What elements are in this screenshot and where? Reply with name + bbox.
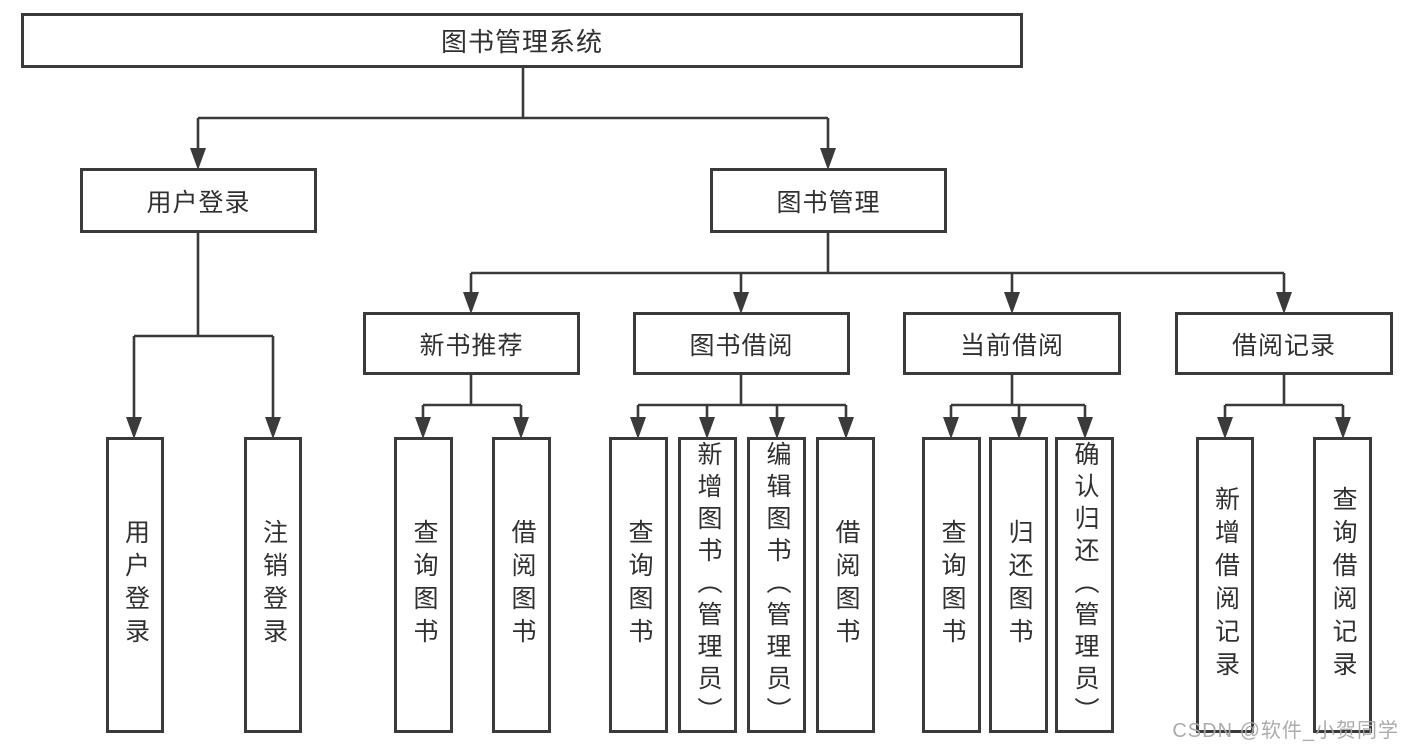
arrow-down-icon: [1077, 417, 1093, 439]
leaf-add-borrow-record: 新增借阅记录: [1196, 437, 1254, 733]
arrow-down-icon: [126, 417, 142, 439]
node-current-borrowing: 当前借阅: [903, 312, 1121, 375]
arrow-down-icon: [943, 417, 959, 439]
watermark: CSDN @软件_小贺同学: [1172, 720, 1399, 742]
arrow-down-icon: [265, 417, 281, 439]
leaf-query-books-borrow-label: 查询图书: [625, 519, 653, 651]
leaf-user-login: 用户登录: [106, 437, 164, 733]
node-root: 图书管理系统: [21, 13, 1023, 68]
leaf-query-borrow-record: 查询借阅记录: [1313, 437, 1372, 733]
arrow-down-icon: [1335, 417, 1351, 439]
arrow-down-icon: [1276, 292, 1292, 314]
leaf-confirm-return-admin: 确认归还（管理员）: [1055, 437, 1114, 733]
leaf-return-books: 归还图书: [989, 437, 1048, 733]
leaf-edit-books-admin: 编辑图书（管理员）: [747, 437, 806, 733]
arrow-down-icon: [1011, 417, 1027, 439]
arrow-down-icon: [769, 417, 785, 439]
leaf-add-books-admin-label: 新增图书（管理员）: [694, 441, 722, 729]
arrow-down-icon: [838, 417, 854, 439]
arrow-down-icon: [513, 417, 529, 439]
leaf-confirm-return-admin-label: 确认归还（管理员）: [1071, 441, 1099, 729]
arrow-down-icon: [463, 292, 479, 314]
arrow-down-icon: [733, 292, 749, 314]
leaf-borrow-books-recommend-label: 借阅图书: [508, 519, 536, 651]
node-new-book-recommendation: 新书推荐: [363, 312, 580, 375]
leaf-borrow-books-label: 借阅图书: [832, 519, 860, 651]
node-user-login: 用户登录: [80, 168, 317, 233]
leaf-query-books-recommend-label: 查询图书: [410, 519, 438, 651]
arrow-down-icon: [699, 417, 715, 439]
leaf-logout: 注销登录: [244, 437, 302, 733]
arrow-down-icon: [1004, 292, 1020, 314]
leaf-query-books-borrow: 查询图书: [609, 437, 668, 733]
leaf-return-books-label: 归还图书: [1005, 519, 1033, 651]
arrow-down-icon: [820, 148, 836, 170]
leaf-add-borrow-record-label: 新增借阅记录: [1211, 486, 1240, 684]
leaf-logout-label: 注销登录: [259, 519, 288, 651]
node-book-borrowing: 图书借阅: [633, 312, 850, 375]
leaf-query-books-recommend: 查询图书: [394, 437, 453, 733]
node-book-management: 图书管理: [710, 168, 947, 233]
arrow-down-icon: [190, 148, 206, 170]
leaf-borrow-books: 借阅图书: [816, 437, 875, 733]
leaf-query-books-current-label: 查询图书: [938, 519, 966, 651]
arrow-down-icon: [1217, 417, 1233, 439]
leaf-query-books-current: 查询图书: [922, 437, 981, 733]
leaf-query-borrow-record-label: 查询借阅记录: [1329, 486, 1357, 684]
leaf-add-books-admin: 新增图书（管理员）: [678, 437, 737, 733]
node-borrowing-records: 借阅记录: [1175, 312, 1393, 375]
leaf-user-login-label: 用户登录: [121, 519, 150, 651]
arrow-down-icon: [630, 417, 646, 439]
leaf-borrow-books-recommend: 借阅图书: [492, 437, 551, 733]
arrow-down-icon: [415, 417, 431, 439]
leaf-edit-books-admin-label: 编辑图书（管理员）: [763, 441, 791, 729]
